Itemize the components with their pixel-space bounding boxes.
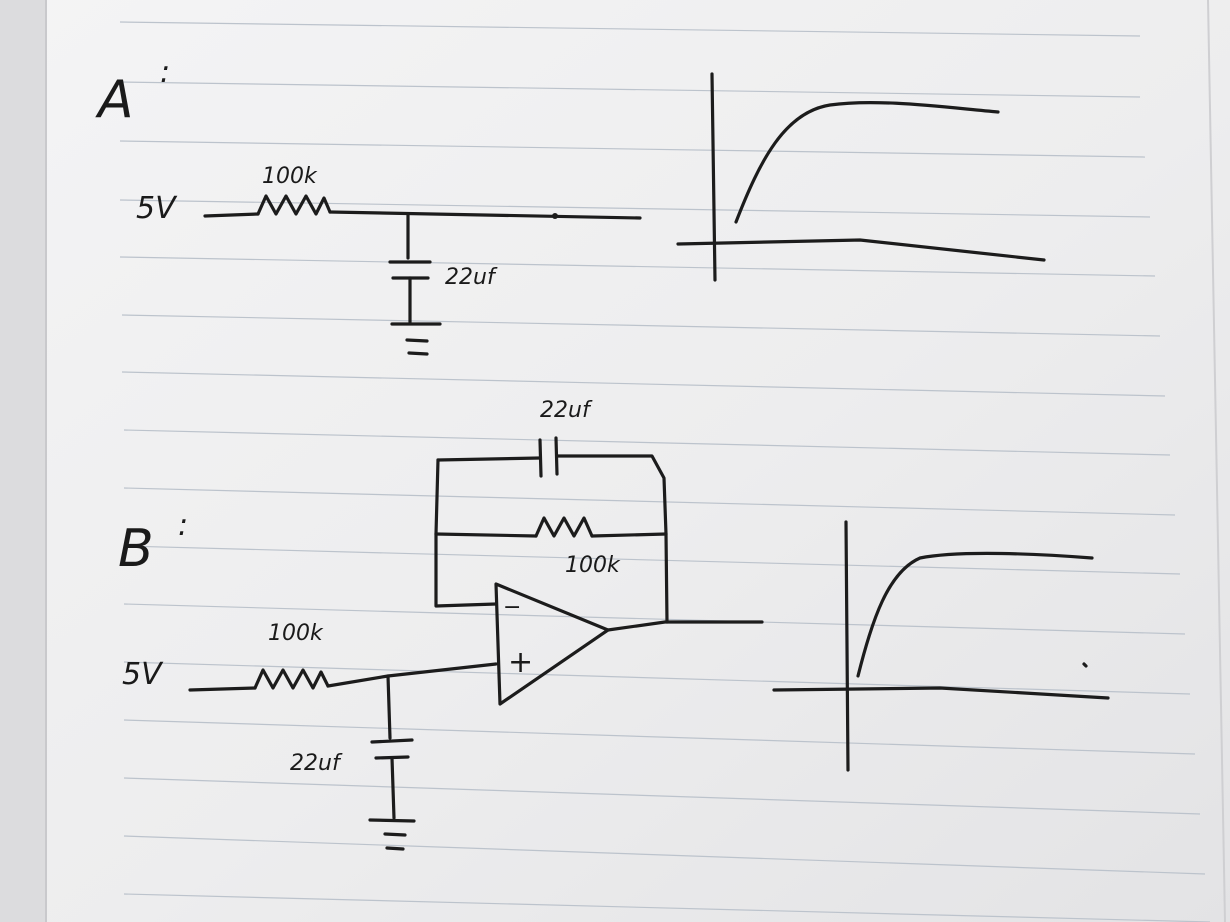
section-b-circuit [188,436,764,851]
ruled-lines [119,21,1211,922]
opamp-noninverting-symbol: + [508,645,533,680]
graph-a-y-axis [710,72,717,282]
opamp-inverting-symbol: − [503,595,521,620]
section-a-colon: : [160,55,170,90]
section-b-fb-res-right-wire [590,532,668,538]
section-a-output-wire [328,210,642,220]
graph-a-x-axis [676,238,1046,262]
section-a-label: A [95,70,134,130]
graph-a [676,72,1046,282]
section-a-ground-bottom [407,351,429,356]
section-b-right-rail [664,532,669,624]
section-a-resistor [256,194,332,216]
section-b-inverting-wire [434,532,498,608]
section-a-circuit [203,194,642,356]
section-b-input-resistor-label: 100k [268,621,324,646]
graph-b-curve [856,551,1094,678]
section-b-ground-bottom [385,846,405,851]
section-b-fb-res-left-wire [434,532,538,538]
section-b-feedback-resistor-label: 100k [565,553,621,578]
graph-b [772,520,1110,772]
graph-b-y-axis [844,520,850,772]
section-a-source-label: 5V [136,191,178,226]
graph-b-stray-mark [1082,662,1088,668]
section-a-resistor-label: 100k [262,164,318,189]
section-b-capacitor-plate-top [370,738,414,744]
section-b-fb-cap-plate-left [538,438,543,478]
section-b-feedback-capacitor-label: 22uf [540,398,593,423]
section-a-input-wire [203,212,260,218]
section-b-input-capacitor-label: 22uf [290,751,343,776]
section-b-colon: : [178,508,188,543]
section-b-fb-cap-right-wire [555,454,668,536]
section-b-left-rail [434,458,440,536]
page-edge [1207,0,1226,922]
section-b-input-wire [188,686,257,692]
section-b-cap-lead-top [386,674,392,740]
section-b-source-label: 5V [122,657,164,692]
section-b-input-resistor [253,668,330,690]
section-a-ground-mid [405,338,429,343]
section-b-cap-lead-bottom [390,756,396,820]
section-a-output-node [552,213,558,219]
section-b-fb-cap-left-wire [436,456,542,462]
graph-a-curve [734,101,1000,224]
section-b-feedback-resistor [534,516,594,538]
section-b-output-wire [606,620,764,632]
graph-b-x-axis [772,686,1110,700]
section-b-opamp [494,582,610,706]
section-b-label: B [118,519,154,579]
section-b-ground-top [368,818,416,823]
section-a-capacitor-label: 22uf [445,265,498,290]
section-b-ground-mid [383,832,407,837]
binding-margin [0,0,46,922]
